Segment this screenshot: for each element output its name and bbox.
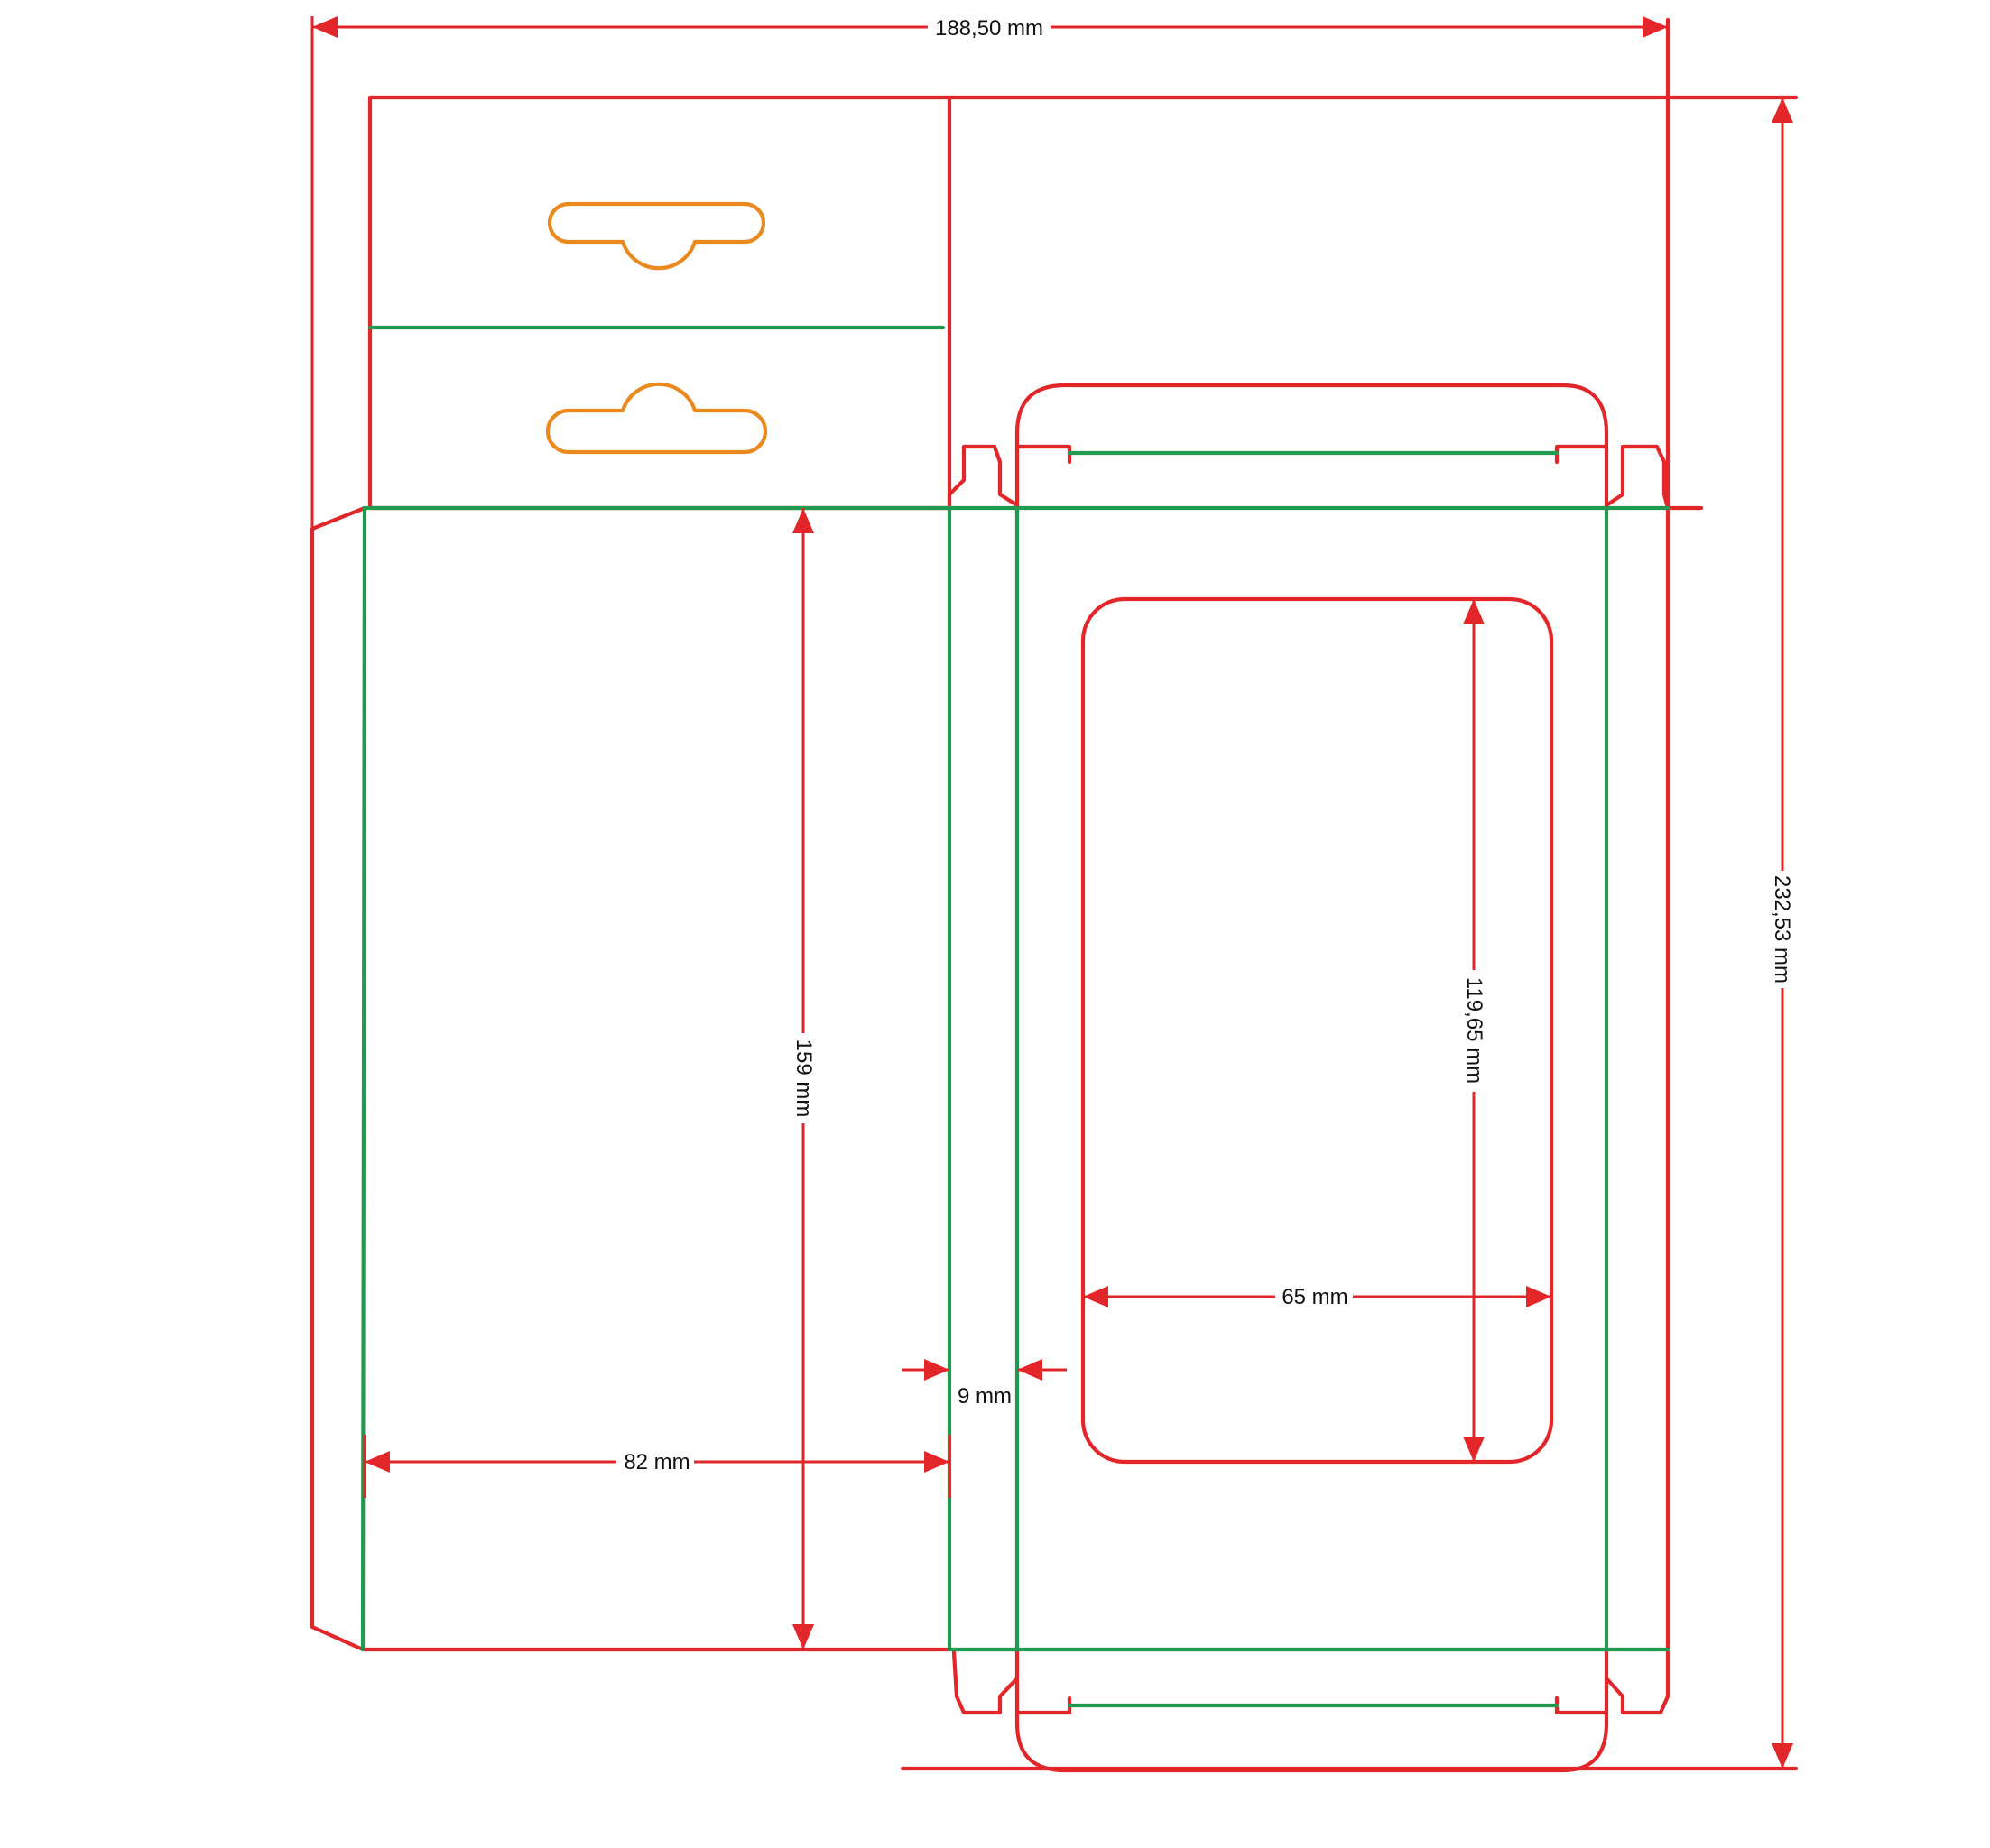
top-dust-flap-left xyxy=(947,444,1020,508)
glue-flap xyxy=(310,505,367,1652)
panel-width-label: 82 mm xyxy=(624,1450,690,1474)
window-width-label: 65 mm xyxy=(1282,1285,1347,1309)
dimension-panel-height: 159 mm xyxy=(791,508,818,1649)
euro-slot-hang-hole-icon xyxy=(547,201,766,271)
bottom-tuck-flap xyxy=(1014,1647,1609,1773)
glue-flap-crease xyxy=(360,505,367,1652)
bottom-dust-flap-left xyxy=(951,1649,1020,1715)
total-height-label: 232,53 mm xyxy=(1770,875,1794,984)
dimension-window-width: 65 mm xyxy=(1083,1283,1551,1310)
dimension-total-width: 188,50 mm xyxy=(310,13,1668,529)
bottom-tuck-slit-right xyxy=(1554,1696,1609,1715)
dimension-window-height: 119,65 mm xyxy=(1460,599,1487,1462)
hang-holes xyxy=(545,201,768,455)
window-height-label: 119,65 mm xyxy=(1462,977,1486,1084)
cut-lines xyxy=(310,17,1799,1773)
panel-height-label: 159 mm xyxy=(791,1040,816,1118)
bottom-dust-flap-right xyxy=(1604,1649,1671,1715)
bottom-tuck-slit-left xyxy=(1014,1696,1072,1715)
dimension-lines: 188,50 mm 232,53 mm 159 mm 82 mm xyxy=(310,13,1796,1769)
dimension-panel-width: 82 mm xyxy=(363,1435,951,1498)
dimension-total-height: 232,53 mm xyxy=(1769,97,1796,1769)
dimension-side-width: 9 mm xyxy=(902,1359,1067,1409)
display-window xyxy=(1080,596,1554,1465)
top-tuck-slit-right xyxy=(1554,444,1609,465)
top-dust-flap-right xyxy=(1604,444,1671,511)
header-hanger-panel xyxy=(367,95,952,511)
top-tuck-flap xyxy=(1014,383,1609,511)
top-tuck-slit-left xyxy=(1014,444,1072,465)
side-width-label: 9 mm xyxy=(958,1384,1012,1409)
euro-slot-hang-hole-icon xyxy=(545,382,768,455)
total-width-label: 188,50 mm xyxy=(935,16,1043,41)
